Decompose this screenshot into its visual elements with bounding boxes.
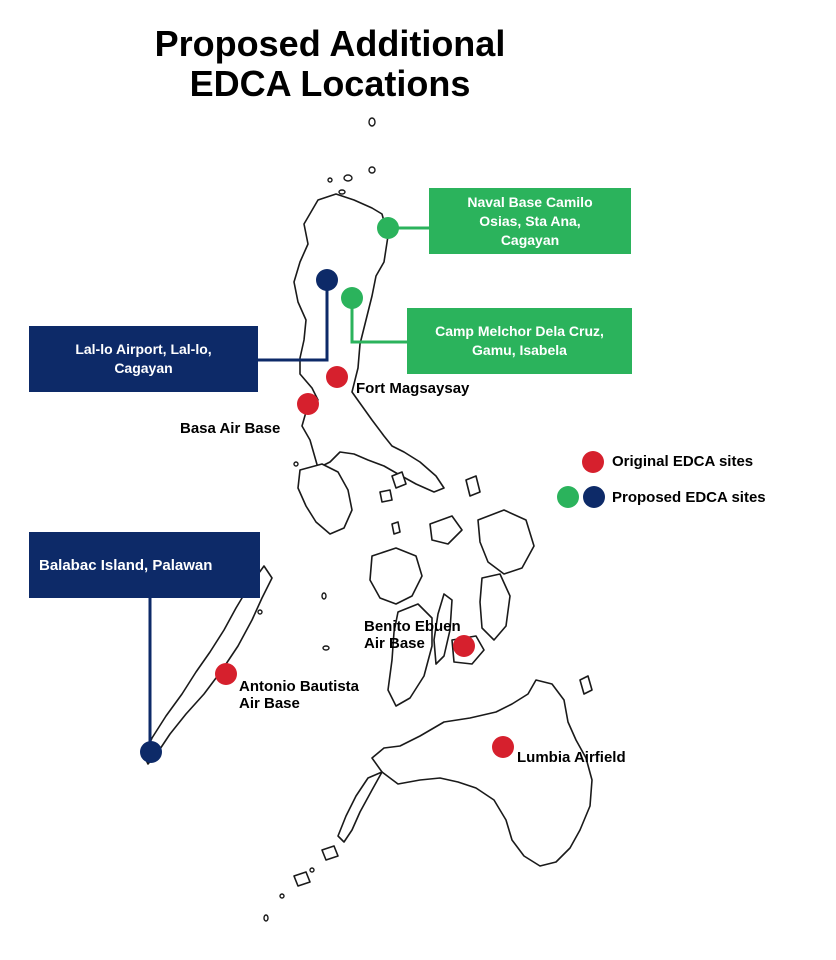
camp-melchor-line-2: Gamu, Isabela [472, 342, 567, 358]
marinduque-island [379, 489, 393, 503]
land-outlines [143, 193, 593, 887]
antonio-bautista-label-line-2: Air Base [239, 695, 300, 712]
naval-base-line-1: Naval Base Camilo [467, 193, 593, 210]
basa-air-base-label-line-1: Basa Air Base [180, 420, 281, 437]
catanduanes-island [465, 475, 481, 497]
benito-ebuen-label-line-1: Benito Ebuen [364, 618, 461, 635]
luzon-island [293, 193, 445, 493]
small-islets [257, 117, 376, 922]
legend-original-marker [582, 451, 604, 473]
mindanao-island [371, 679, 593, 867]
romblon-island [391, 521, 401, 535]
fort-magsaysay-label: Fort Magsaysay [356, 380, 469, 397]
mindoro-island [297, 463, 353, 535]
polillo-island [391, 471, 407, 489]
lal-lo-airport-marker [316, 269, 338, 291]
camp-melchor-line-1: Camp Melchor Dela Cruz, [435, 323, 604, 339]
lal-lo-airport-box: Lal-lo Airport, Lal-lo, Cagayan [29, 326, 258, 392]
cebu-island [433, 593, 453, 665]
naval-base-camilo-osias-marker [377, 217, 399, 239]
basa-air-base-marker [297, 393, 319, 415]
zamboanga-peninsula [337, 771, 383, 843]
legend-proposed-label: Proposed EDCA sites [612, 489, 766, 506]
antonio-bautista-air-base-marker [215, 663, 237, 685]
lal-lo-line-1: Lal-lo Airport, Lal-lo, [75, 341, 212, 357]
fort-magsaysay-marker [326, 366, 348, 388]
title-line-1: Proposed Additional [154, 23, 506, 64]
palawan-island [143, 565, 273, 765]
benito-ebuen-label-line-2: Air Base [364, 635, 425, 652]
negros-island [387, 603, 433, 707]
panay-island [369, 547, 423, 605]
antonio-bautista-label-line-1: Antonio Bautista [239, 678, 359, 695]
lumbia-airfield-label-line-1: Lumbia Airfield [517, 749, 626, 766]
basilan-island [321, 845, 339, 861]
legend-proposed-navy-marker [583, 486, 605, 508]
camp-melchor-dela-cruz-box: Camp Melchor Dela Cruz, Gamu, Isabela [407, 308, 632, 374]
benito-ebuen-air-base-marker [453, 635, 475, 657]
antonio-bautista-air-base-label: Antonio Bautista Air Base [239, 678, 359, 712]
jolo-island [293, 871, 311, 887]
legend-original-label: Original EDCA sites [612, 453, 754, 470]
lumbia-airfield-marker [492, 736, 514, 758]
masbate-island [429, 515, 463, 545]
lumbia-airfield-label: Lumbia Airfield [517, 749, 626, 766]
siargao-island [579, 675, 593, 695]
balabac-line-1: Balabac Island, Palawan [39, 556, 213, 574]
map-title: Proposed Additional EDCA Locations [100, 24, 560, 104]
samar-island [477, 509, 535, 575]
legend-proposed-green-marker [557, 486, 579, 508]
lal-lo-leader-line [258, 280, 329, 362]
lal-lo-line-2: Cagayan [114, 360, 173, 376]
site-markers [140, 217, 605, 763]
balabac-island-marker [140, 741, 162, 763]
balabac-island-box: Balabac Island, Palawan [29, 532, 260, 598]
naval-base-camilo-osias-box: Naval Base Camilo Osias, Sta Ana, Cagaya… [429, 188, 631, 254]
naval-base-line-2: Osias, Sta Ana, [479, 212, 581, 229]
naval-base-line-3: Cagayan [500, 231, 560, 248]
basa-air-base-label: Basa Air Base [180, 420, 280, 437]
benito-ebuen-air-base-label: Benito Ebuen Air Base [364, 618, 461, 652]
camp-melchor-dela-cruz-marker [341, 287, 363, 309]
leyte-island [479, 573, 511, 641]
fort-magsaysay-label-line-1: Fort Magsaysay [356, 380, 470, 397]
camp-melchor-leader-line [350, 298, 408, 344]
title-line-2: EDCA Locations [189, 63, 471, 104]
